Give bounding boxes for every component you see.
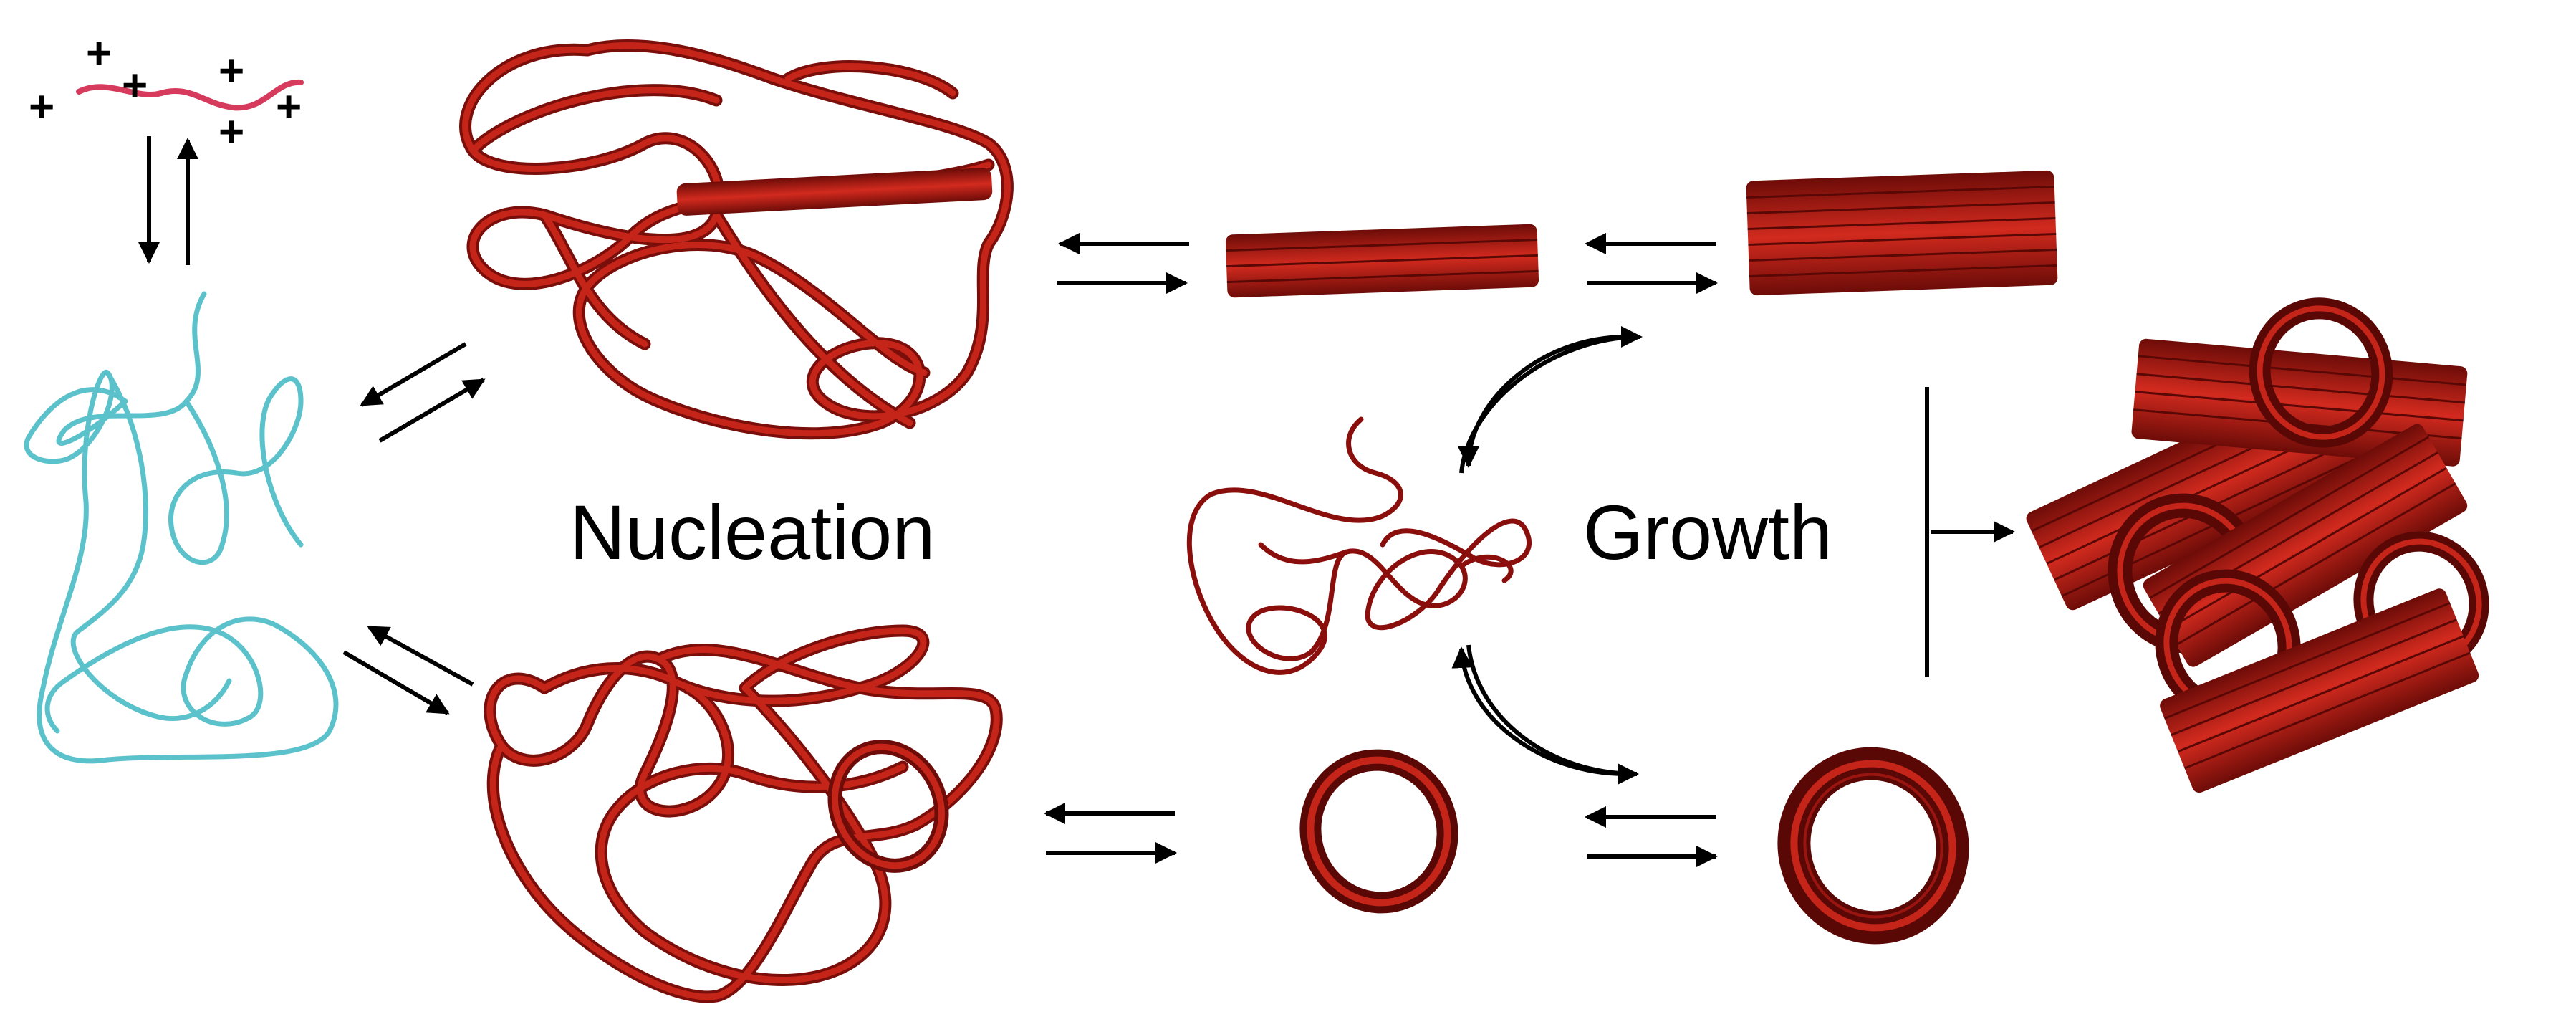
growth-label: Growth: [1583, 489, 1832, 575]
lower-equilibrium-arrows-2: [1585, 806, 1718, 867]
fibril-rod-thin: [1225, 224, 1539, 298]
ring-thick: [1777, 747, 1969, 945]
charged-peptide: + + + + + +: [29, 29, 304, 157]
lower-nucleating-coil: [484, 624, 1003, 1003]
lower-equilibrium-arrows-1: [1044, 803, 1177, 864]
charge-plus: +: [29, 82, 54, 132]
aggregation-bracket: [1925, 387, 2015, 677]
upper-nucleating-coil: [459, 39, 1014, 440]
mature-aggregate: [2026, 297, 2489, 793]
charge-plus: +: [218, 108, 244, 157]
nucleation-label: Nucleation: [569, 489, 935, 575]
nucleus-bundle: [676, 168, 993, 216]
charge-plus: +: [218, 47, 244, 96]
free-chain: [1186, 416, 1532, 675]
upper-equilibrium-arrows-1: [1057, 233, 1189, 294]
nucleus-ring: [827, 740, 949, 873]
fibril-rod-thick: [1746, 170, 2058, 296]
upper-diagonal-arrows: [360, 342, 486, 443]
unfolded-monomer: [24, 291, 339, 764]
charged-chain: [76, 79, 304, 111]
charge-plus: +: [122, 61, 148, 110]
charge-plus: +: [276, 82, 302, 132]
vertical-equilibrium-arrows: [138, 136, 198, 265]
curved-arrow-upper: [1458, 326, 1643, 474]
curved-arrow-lower: [1451, 644, 1639, 785]
upper-equilibrium-arrows-2: [1585, 233, 1718, 294]
charge-plus: +: [86, 29, 112, 78]
ring-thin: [1299, 749, 1458, 914]
lower-diagonal-arrows: [342, 625, 474, 715]
